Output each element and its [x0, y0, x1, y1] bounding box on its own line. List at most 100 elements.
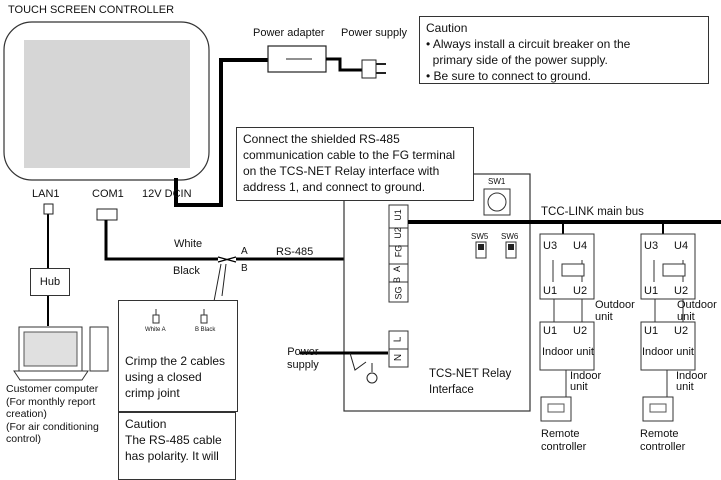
u2-label-2: U2 — [674, 285, 689, 297]
rs485-note-line: address 1, and connect to ground. — [243, 180, 426, 194]
wire-white-label: White — [174, 238, 203, 250]
caution-bottom-title: Caution — [125, 417, 167, 431]
crimp-text: Crimp the 2 cables using a closed crimp … — [125, 353, 225, 401]
remote-line: Remote — [541, 428, 580, 440]
terminal-n: N — [393, 353, 405, 362]
com-connector — [96, 208, 118, 221]
indoor-line: Indoor — [570, 370, 602, 382]
outdoor-line: unit — [677, 311, 695, 323]
customer-line: (For monthly report — [6, 395, 96, 408]
port-lan1: LAN1 — [32, 188, 60, 200]
relay-name-line: Interface — [429, 384, 474, 396]
u2-indoor-label: U2 — [573, 325, 588, 337]
remote-line: controller — [541, 441, 587, 453]
u1-indoor-label: U1 — [543, 325, 558, 337]
power-supply-label: Power supply — [341, 27, 408, 39]
customer-line: (For air conditioning — [6, 420, 99, 433]
customer-line: Customer computer — [6, 383, 99, 395]
dc-cable — [174, 58, 268, 207]
rs485-note-box: Connect the shielded RS-485 communicatio… — [236, 127, 474, 201]
crimp-line: using a closed — [125, 370, 202, 384]
crimp-line: crimp joint — [125, 386, 180, 400]
crimp-icon — [152, 309, 208, 324]
wiring-diagram — [3, 21, 721, 422]
u1-label-2: U1 — [644, 285, 659, 297]
indoor-unit-2 — [640, 321, 696, 371]
customer-line: control) — [6, 433, 42, 445]
remote-line: Remote — [640, 428, 679, 440]
crimp-black-label: B Black — [195, 327, 216, 333]
sw5-label: SW5 — [471, 232, 489, 241]
customer-line: creation) — [6, 408, 47, 420]
pc-tower — [89, 326, 109, 372]
power-adapter-label: Power adapter — [253, 27, 325, 39]
rs485-note-line: on the TCS-NET Relay interface with — [243, 164, 440, 178]
caution-top-box: Caution • Always install a circuit break… — [419, 16, 709, 84]
terminal-a: A — [392, 265, 403, 273]
controller-screen — [24, 40, 190, 168]
terminal-l: L — [392, 336, 404, 343]
indoor-line: unit — [570, 381, 588, 393]
u1-indoor-label-2: U1 — [644, 325, 659, 337]
outdoor-line: Outdoor — [595, 299, 635, 311]
sw1-label: SW1 — [488, 177, 506, 186]
terminal-strip — [388, 204, 409, 303]
rs485-label: RS-485 — [276, 246, 314, 258]
outdoor-line: Outdoor — [677, 299, 717, 311]
relay-name-label: TCS-NET Relay Interface — [429, 366, 511, 398]
remote-line: controller — [640, 441, 686, 453]
terminal-b: B — [392, 276, 403, 284]
indoor-unit-label-1: Indoor unit — [542, 346, 594, 358]
hub-label: Hub — [39, 276, 61, 288]
controller-title: TOUCH SCREEN CONTROLLER — [8, 4, 175, 16]
caution-bottom-line: The RS-485 cable — [125, 433, 222, 447]
terminal-fg: FG — [393, 244, 404, 258]
rs485-note-line: Connect the shielded RS-485 — [243, 132, 400, 146]
ground-icon — [366, 372, 378, 384]
relay-power-line: Power — [287, 346, 319, 358]
relay-power-line: supply — [287, 359, 319, 371]
customer-computer-label: Customer computer (For monthly report cr… — [6, 383, 99, 446]
caution-top-line: • Be sure to connect to ground. — [426, 69, 591, 83]
indoor-label-1: Indoor unit — [570, 371, 601, 393]
wire-a-label: A — [241, 246, 248, 257]
u4-label: U4 — [573, 240, 588, 252]
caution-top-title: Caution — [426, 21, 468, 35]
indoor-line: Indoor — [676, 370, 708, 382]
terminal-u2: U2 — [392, 227, 403, 239]
outdoor-line: unit — [595, 311, 613, 323]
caution-top-line: primary side of the power supply. — [426, 53, 608, 67]
crimp-box: White A B Black Crimp the 2 cables using… — [118, 300, 238, 412]
relay-name-line: TCS-NET Relay — [429, 368, 512, 380]
u2-indoor-label-2: U2 — [674, 325, 689, 337]
outdoor-unit-label-2: Outdoor unit — [677, 299, 717, 323]
u3-label-2: U3 — [644, 240, 659, 252]
crimp-line: Crimp the 2 cables — [125, 354, 226, 368]
caution-bottom-box: Caution The RS-485 cable has polarity. I… — [118, 412, 236, 480]
indoor-line: unit — [676, 381, 694, 393]
u2-label: U2 — [573, 285, 588, 297]
indoor-unit-1 — [539, 321, 595, 371]
relay-power-supply-label: Power supply — [287, 346, 319, 372]
outdoor-unit-label-1: Outdoor unit — [595, 299, 635, 323]
port-com1: COM1 — [92, 188, 124, 200]
wire-b-label: B — [241, 263, 248, 274]
u1-label: U1 — [543, 285, 558, 297]
indoor-unit-label-2: Indoor unit — [642, 346, 694, 358]
u4-label-2: U4 — [674, 240, 689, 252]
rs485-note-line: communication cable to the FG terminal — [243, 148, 456, 162]
remote-label-1: Remote controller — [541, 428, 586, 454]
u3-label: U3 — [543, 240, 558, 252]
indoor-label-2: Indoor unit — [676, 371, 707, 393]
caution-top-line: • Always install a circuit breaker on th… — [426, 37, 631, 51]
terminal-u1: U1 — [392, 209, 403, 221]
hub-box: Hub — [30, 268, 70, 296]
power-plug — [361, 59, 377, 79]
bus-label: TCC-LINK main bus — [541, 206, 644, 218]
pc-keyboard — [13, 370, 89, 381]
terminal-sg: SG — [393, 286, 404, 300]
remote-label-2: Remote controller — [640, 428, 685, 454]
caution-bottom-line: has polarity. It will — [125, 449, 219, 463]
port-dcin: 12V DCIN — [142, 188, 192, 200]
sw6-label: SW6 — [501, 232, 519, 241]
